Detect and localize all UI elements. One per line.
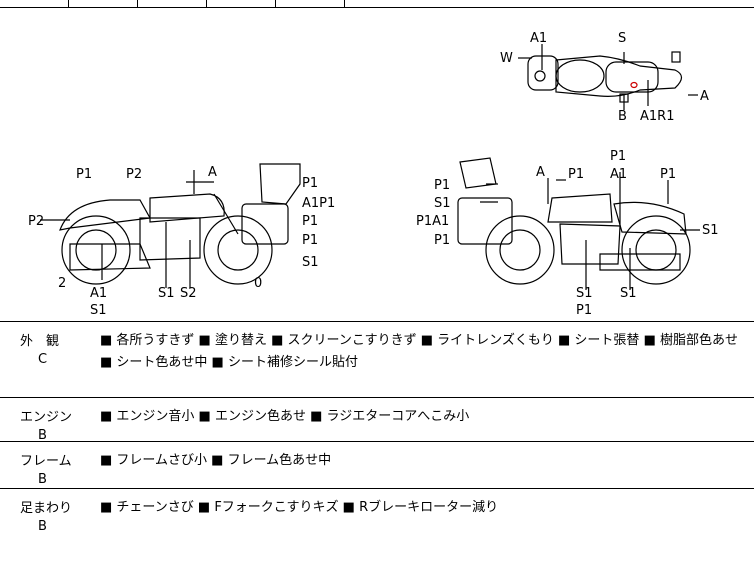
section-category: 外 観 <box>20 334 60 349</box>
damage-label: P1 <box>302 214 318 229</box>
damage-label: A1P1 <box>302 196 335 211</box>
damage-label: S1 <box>90 303 107 318</box>
header-row-fragment <box>0 0 754 8</box>
damage-label: S1 <box>302 255 319 270</box>
damage-label: P1 <box>434 233 450 248</box>
damage-label: 0 <box>254 276 262 291</box>
damage-label: P2 <box>126 167 142 182</box>
damage-label: P1 <box>302 176 318 191</box>
left-side-motorcycle-icon <box>40 163 301 288</box>
section-grade: B <box>38 472 47 487</box>
top-view-motorcycle-icon <box>518 44 698 110</box>
damage-label: A1 <box>610 167 627 182</box>
damage-label: S <box>618 31 626 46</box>
section-notes: ■ 各所うすきず ■ 塗り替え ■ スクリーンこすりきず ■ ライトレンズくもり… <box>100 333 738 370</box>
damage-label: W <box>500 51 513 66</box>
right-side-motorcycle-icon <box>457 157 700 290</box>
damage-label: P1 <box>302 233 318 248</box>
section-exterior: 外 観 C ■ 各所うすきず ■ 塗り替え ■ スクリーンこすりきず ■ ライト… <box>0 322 754 398</box>
damage-label: A <box>700 89 709 104</box>
section-notes: ■ チェーンさび ■ Fフォークこすりキズ ■ Rブレーキローター減り <box>100 500 499 515</box>
section-category: 足まわり <box>20 501 73 516</box>
header-cell <box>138 0 207 7</box>
section-grade: B <box>38 428 47 443</box>
damage-label: P1 <box>434 178 450 193</box>
section-notes: ■ フレームさび小 ■ フレーム色あせ中 <box>100 453 332 468</box>
damage-label: P1 <box>76 167 92 182</box>
section-grade: C <box>38 352 48 367</box>
damage-label: P1 <box>576 303 592 318</box>
section-engine: エンジン B ■ エンジン音小 ■ エンジン色あせ ■ ラジエターコアへこみ小 <box>0 398 754 443</box>
damage-label: S1 <box>434 196 451 211</box>
section-frame: フレーム B ■ フレームさび小 ■ フレーム色あせ中 <box>0 442 754 489</box>
damage-label: P1 <box>568 167 584 182</box>
section-grade: B <box>38 519 47 534</box>
header-cell <box>69 0 138 7</box>
damage-label: A1 <box>530 31 547 46</box>
motorcycle-diagrams: P1 P2 A P1 P2 A1P1 P1 P1 S1 2 A1 S1 S1 S… <box>28 31 719 318</box>
damage-label: P1 <box>610 149 626 164</box>
damage-label: 2 <box>58 276 66 291</box>
section-category: フレーム <box>20 454 72 469</box>
section-notes: ■ エンジン音小 ■ エンジン色あせ ■ ラジエターコアへこみ小 <box>100 409 470 424</box>
damage-label: S1 <box>158 286 175 301</box>
damage-label: A1R1 <box>640 109 674 124</box>
damage-label: S1 <box>576 286 593 301</box>
damage-label: S1 <box>702 223 719 238</box>
damage-label: S2 <box>180 286 197 301</box>
damage-diagram: P1 P2 A P1 P2 A1P1 P1 P1 S1 2 A1 S1 S1 S… <box>0 8 754 322</box>
damage-label: P1 <box>660 167 676 182</box>
header-cell <box>207 0 276 7</box>
section-category: エンジン <box>20 410 73 425</box>
damage-label: P2 <box>28 214 44 229</box>
damage-label: P1A1 <box>416 214 449 229</box>
damage-label: A <box>536 165 545 180</box>
damage-label: A1 <box>90 286 107 301</box>
section-suspension: 足まわり B ■ チェーンさび ■ Fフォークこすりキズ ■ Rブレーキローター… <box>0 489 754 560</box>
damage-label: A <box>208 165 217 180</box>
damage-label: B <box>618 109 627 124</box>
header-cell <box>276 0 345 7</box>
header-cell <box>0 0 69 7</box>
damage-label: S1 <box>620 286 637 301</box>
